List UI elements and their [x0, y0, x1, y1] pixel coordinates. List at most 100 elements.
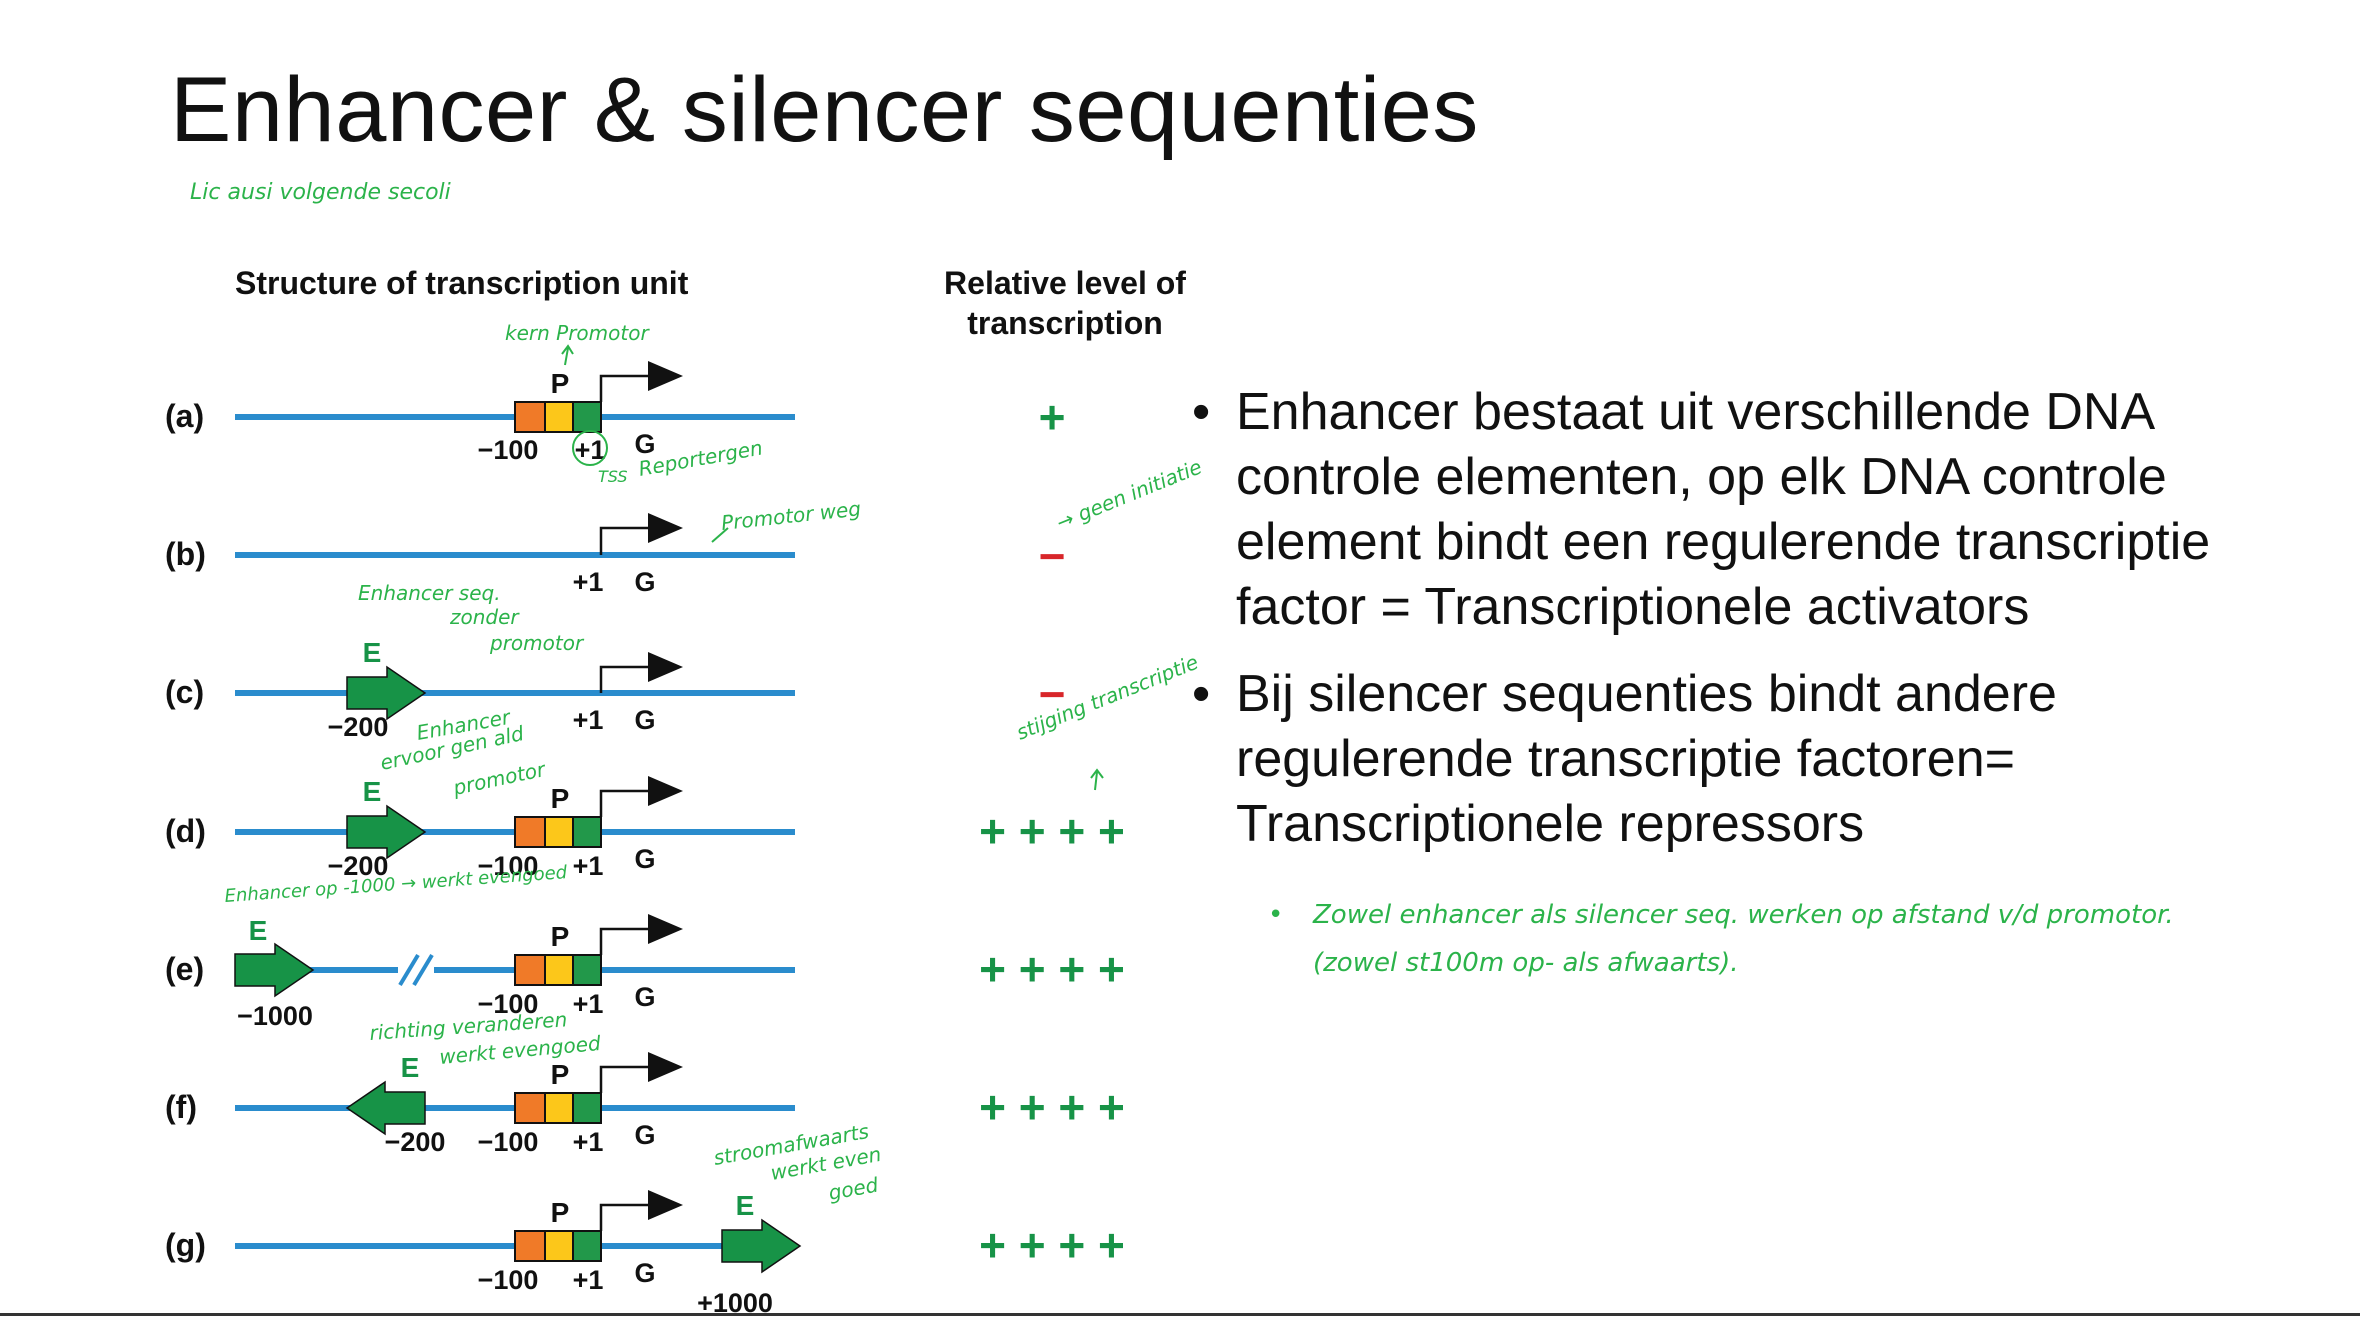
- enhancer-arrow: [346, 665, 427, 721]
- promoter-block: [514, 1092, 602, 1124]
- transcription-diagram: Structure of transcription unit Relative…: [165, 265, 1205, 1318]
- pos-plus1: +1: [573, 705, 604, 735]
- hw-reportergen: Reportergen: [637, 436, 765, 481]
- promoter-block: [514, 954, 602, 986]
- level-d: + + + +: [979, 805, 1125, 857]
- enhancer-arrow: [721, 1218, 802, 1274]
- header-structure: Structure of transcription unit: [235, 265, 689, 301]
- hw-goed: goed: [827, 1173, 881, 1205]
- row-label: (e): [165, 951, 204, 987]
- header-level-2: transcription: [967, 305, 1163, 341]
- row-e: (e) E P −1000 −100 +1 G + + + +: [165, 914, 1125, 1031]
- row-b: (b) +1 G −: [165, 513, 1066, 597]
- bottom-border: [0, 1313, 2360, 1316]
- level-f: + + + +: [979, 1081, 1125, 1133]
- hw-promotor-weg: Promotor weg: [720, 496, 862, 535]
- hw-promotor2: promotor: [450, 757, 549, 800]
- pos-plus1: +1: [573, 567, 604, 597]
- header-level-1: Relative level of: [944, 265, 1186, 301]
- break-mark: [398, 953, 434, 987]
- handwritten-note-top: Lic ausi volgende secoli: [190, 180, 451, 205]
- e-label: E: [736, 1190, 755, 1221]
- bullet-text: Enhancer bestaat uit verschillende DNA c…: [1236, 383, 2211, 636]
- promoter-block: [514, 1230, 602, 1262]
- pos-g: G: [634, 429, 655, 459]
- pos-g: G: [634, 705, 655, 735]
- hw-arrow-up: [1090, 768, 1104, 791]
- row-label: (d): [165, 813, 206, 849]
- tss-circle-annotation: [572, 430, 608, 466]
- level-b: −: [1039, 530, 1066, 582]
- e-label: E: [249, 915, 268, 946]
- row-label: (c): [165, 674, 204, 710]
- pos-minus100: −100: [478, 435, 539, 465]
- hw-arrow-up: [561, 344, 574, 366]
- row-c: (c) E −200 +1 G −: [165, 637, 1065, 742]
- pos-g: G: [634, 982, 655, 1012]
- row-f: (f) E P −200 −100 +1 G + + + +: [165, 1052, 1125, 1157]
- bullet-item: • Enhancer bestaat uit verschillende DNA…: [1186, 380, 2326, 640]
- pos-g: G: [634, 567, 655, 597]
- row-g: (g) P E −100 +1 G +1000 + + + +: [165, 1190, 1125, 1318]
- p-label: P: [551, 1059, 570, 1090]
- level-c: −: [1039, 668, 1066, 720]
- hw-arrow: [711, 527, 729, 543]
- e-label: E: [363, 637, 382, 668]
- pos-minus100: −100: [478, 1265, 539, 1295]
- tss-arrow: [599, 914, 683, 955]
- promoter-block: [514, 401, 602, 433]
- pos-minus200: −200: [328, 712, 389, 742]
- hw-enhancer-1000: Enhancer op -1000 → werkt evengoed: [224, 862, 568, 907]
- p-label: P: [551, 1197, 570, 1228]
- tss-arrow: [599, 1190, 683, 1231]
- level-g: + + + +: [979, 1219, 1125, 1271]
- pos-minus200: −200: [385, 1127, 446, 1157]
- pos-minus200: −200: [328, 851, 389, 881]
- pos-plus1: +1: [573, 851, 604, 881]
- p-label: P: [551, 368, 570, 399]
- level-e: + + + +: [979, 943, 1125, 995]
- p-label: P: [551, 921, 570, 952]
- p-label: P: [551, 783, 570, 814]
- pos-minus100: −100: [478, 851, 539, 881]
- enhancer-arrow: [346, 804, 427, 860]
- pos-plus1: +1: [573, 1127, 604, 1157]
- row-a: (a) P −100 +1 G +: [165, 361, 1066, 466]
- e-label: E: [401, 1052, 420, 1083]
- pos-g: G: [634, 1258, 655, 1288]
- row-label: (g): [165, 1227, 206, 1263]
- enhancer-arrow: [234, 942, 315, 998]
- promoter-block: [514, 816, 602, 848]
- pos-minus100: −100: [478, 989, 539, 1019]
- row-label: (f): [165, 1089, 197, 1125]
- tss-arrow: [599, 1052, 683, 1093]
- bullet-dot: •: [1192, 383, 1211, 441]
- slide-title: Enhancer & silencer sequenties: [170, 59, 1479, 161]
- hw-dot: •: [1268, 900, 1284, 930]
- level-a: +: [1039, 391, 1066, 443]
- row-label: (a): [165, 398, 204, 434]
- pos-minus1000: −1000: [237, 1001, 313, 1031]
- hw-zonder: zonder: [449, 605, 520, 629]
- handwritten-annotations: kern Promotor TSS Reportergen Promotor w…: [224, 321, 1205, 1205]
- tss-arrow: [599, 361, 683, 402]
- bullet-text: Bij silencer sequenties bindt andere reg…: [1236, 665, 2057, 853]
- hw-note-line-2: (zowel st100m op- als afwaarts).: [1313, 948, 1739, 978]
- hw-tss: TSS: [598, 467, 628, 486]
- hw-promotor: promotor: [489, 631, 585, 655]
- bullet-item: • Bij silencer sequenties bindt andere r…: [1186, 662, 2326, 857]
- e-label: E: [363, 776, 382, 807]
- row-d: (d) E P −200 −100 +1 G + + + +: [165, 776, 1125, 881]
- hw-note-line-1: Zowel enhancer als silencer seq. werken …: [1313, 900, 2174, 930]
- hw-enhancer-seq: Enhancer seq.: [358, 581, 501, 605]
- tss-arrow: [599, 513, 683, 555]
- pos-g: G: [634, 844, 655, 874]
- hw-kern-promotor: kern Promotor: [505, 321, 650, 345]
- bullet-dot: •: [1192, 665, 1211, 723]
- pos-plus1: +1: [575, 435, 606, 465]
- pos-minus100: −100: [478, 1127, 539, 1157]
- pos-plus1: +1: [573, 989, 604, 1019]
- pos-g: G: [634, 1120, 655, 1150]
- tss-arrow: [599, 776, 683, 817]
